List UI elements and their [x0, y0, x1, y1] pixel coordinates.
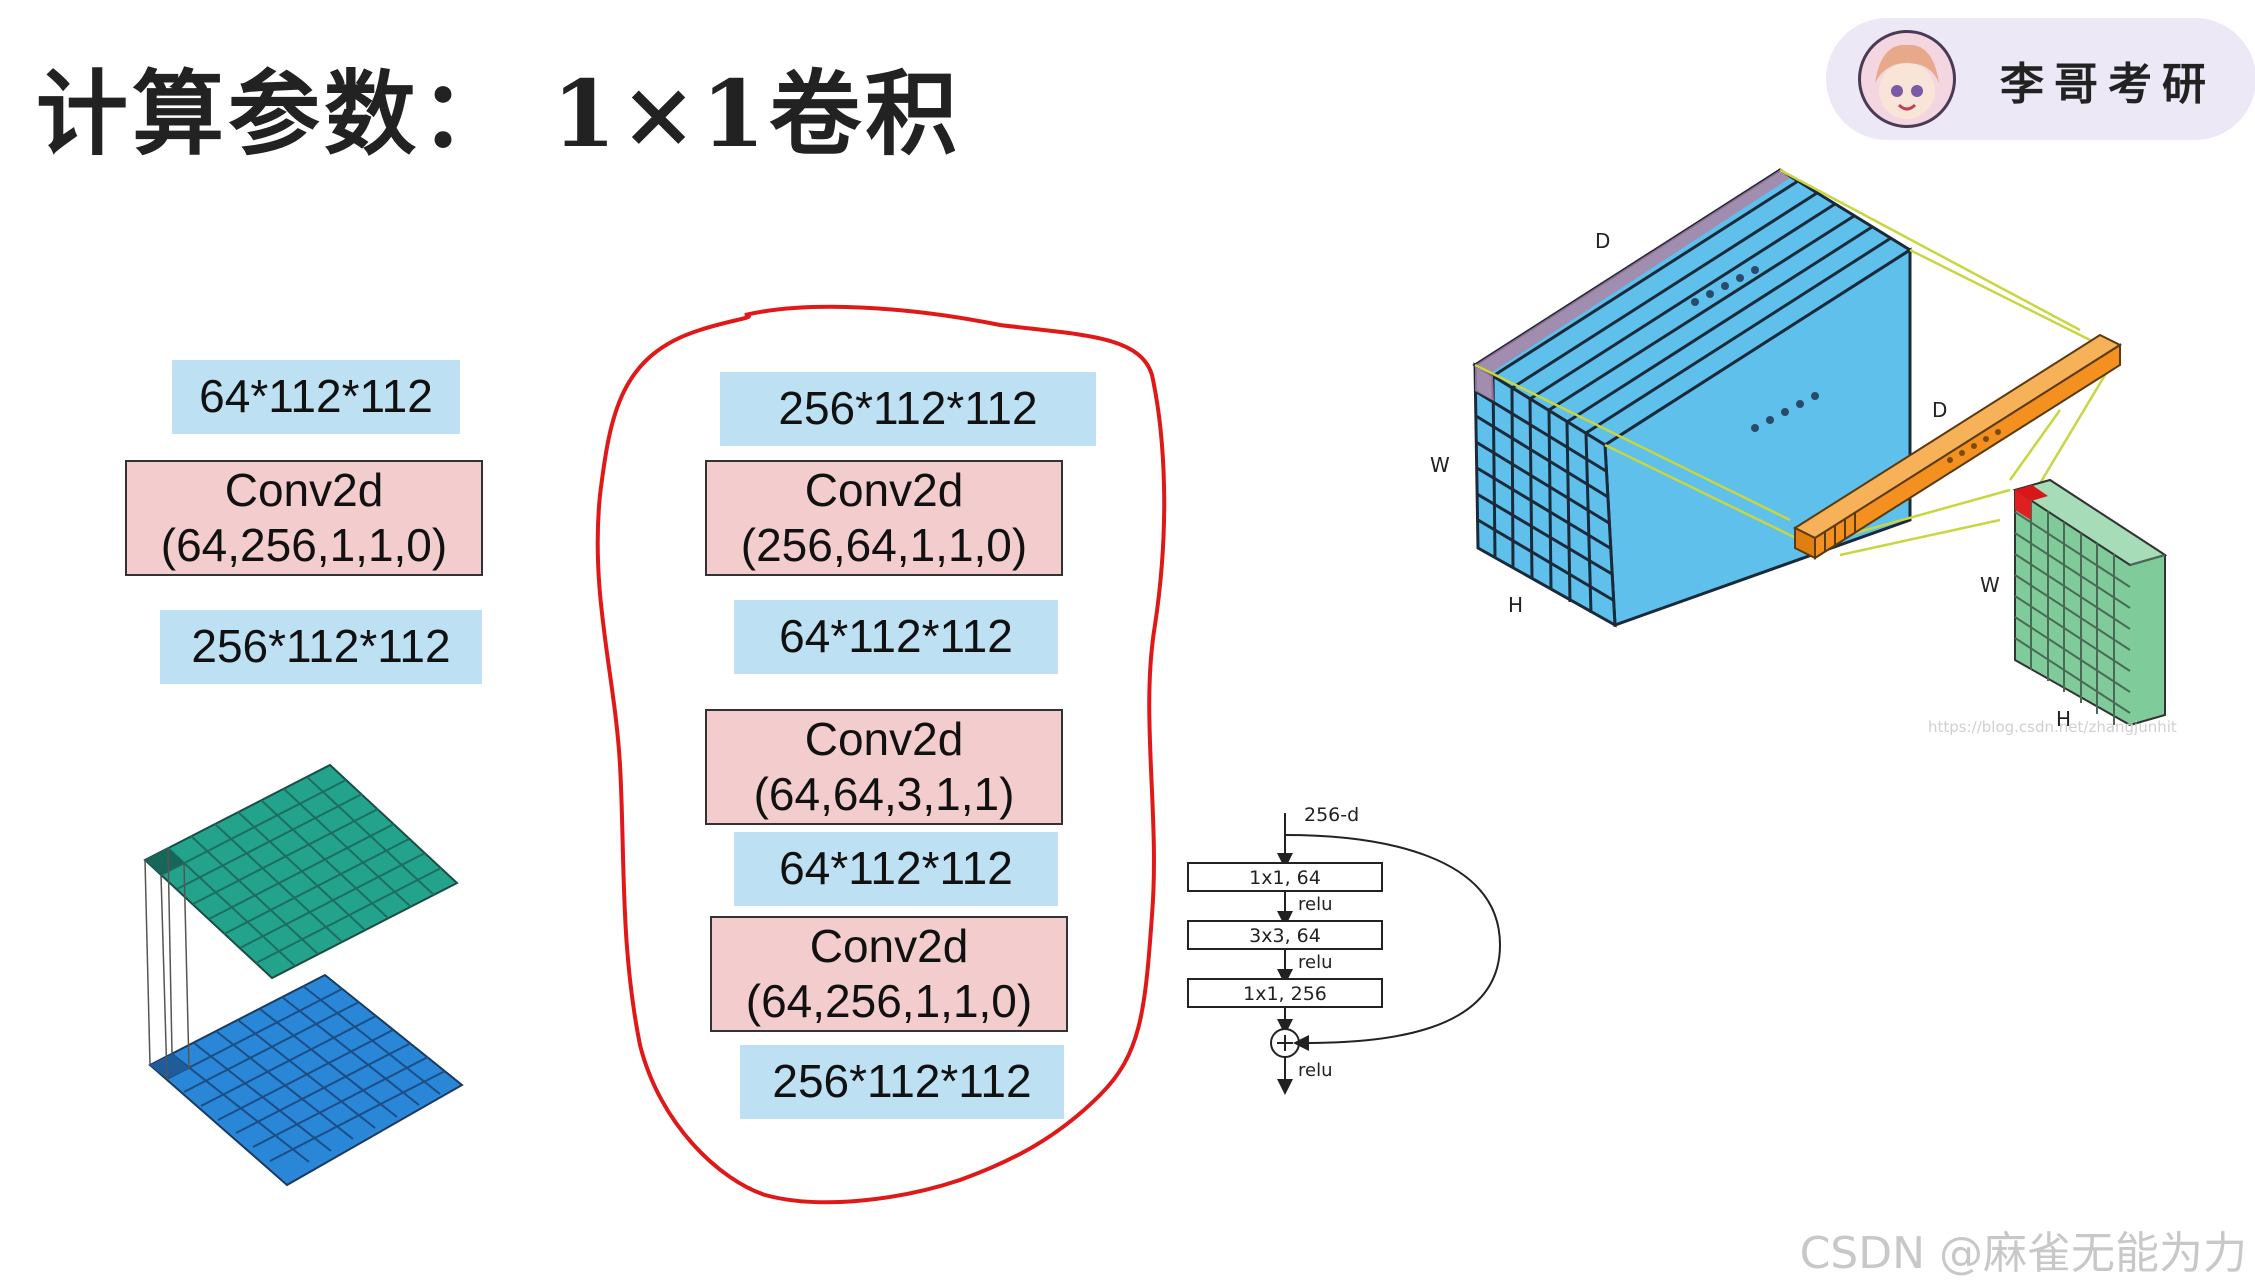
red-highlight-outline [595, 304, 1167, 1205]
bottleneck-layer-1 [1187, 862, 1383, 892]
bottleneck-layer-1-label: 1x1, 64 [1249, 867, 1321, 889]
relu-label-3: relu [1298, 1060, 1333, 1081]
bottleneck-input-label: 256-d [1304, 804, 1359, 826]
label-w-left: W [1430, 453, 1450, 477]
teal-grid-plane [143, 763, 459, 980]
conv-params: (64,256,1,1,0) [160, 519, 448, 571]
left-conv-block: Conv2d (64,256,1,1,0) [125, 460, 483, 576]
middle-conv1-block: Conv2d (256,64,1,1,0) [705, 460, 1063, 576]
conv-params: (64,64,3,1,1) [753, 768, 1015, 820]
label-h-right: H [2056, 707, 2071, 731]
label-d-mid: D [1932, 398, 1947, 422]
label-d-top: D [1595, 229, 1610, 253]
conv-params: (256,64,1,1,0) [740, 519, 1028, 571]
label-w-right: W [1980, 573, 2000, 597]
author-name: 李哥考研 [2000, 59, 2216, 110]
bottleneck-block-diagram: 256-d 1x1, 64 relu 3x3, 64 relu 1x1, 256… [1187, 804, 1502, 1095]
skip-connection [1284, 834, 1502, 1051]
conv-title: Conv2d [809, 919, 969, 972]
conv-title: Conv2d [224, 463, 384, 516]
stacked-grids-illustration [143, 763, 464, 1187]
image-credit: https://blog.csdn.net/zhangjunhit [1928, 718, 2177, 736]
middle-input-shape: 256*112*112 [720, 372, 1096, 446]
left-input-shape: 64*112*112 [172, 360, 460, 434]
middle-conv3-block: Conv2d (64,256,1,1,0) [710, 916, 1068, 1032]
label-h-left: H [1508, 593, 1523, 617]
bottleneck-layer-3-label: 1x1, 256 [1243, 983, 1327, 1005]
volume-convolution-illustration: D W H D W H https://blog.csdn.net/zhangj… [1430, 168, 2177, 736]
middle-conv2-block: Conv2d (64,64,3,1,1) [705, 709, 1063, 825]
left-output-shape: 256*112*112 [160, 610, 482, 684]
bottleneck-layer-2-label: 3x3, 64 [1249, 925, 1321, 947]
bottleneck-layer-3 [1187, 978, 1383, 1008]
conv-title: Conv2d [804, 712, 964, 765]
middle-mid1-shape: 64*112*112 [734, 600, 1058, 674]
relu-label-1: relu [1298, 894, 1333, 915]
projection-lines [144, 847, 190, 1080]
page-title: 计算参数： 1×1卷积 [36, 60, 962, 168]
conv-title: Conv2d [804, 463, 964, 516]
conv-params: (64,256,1,1,0) [745, 975, 1033, 1027]
relu-label-2: relu [1298, 952, 1333, 973]
blue-grid-plane [148, 973, 464, 1187]
watermark: CSDN @麻雀无能为力 [1799, 1228, 2247, 1279]
middle-mid2-shape: 64*112*112 [734, 832, 1058, 906]
avatar [1858, 30, 1956, 128]
middle-output-shape: 256*112*112 [740, 1045, 1064, 1119]
